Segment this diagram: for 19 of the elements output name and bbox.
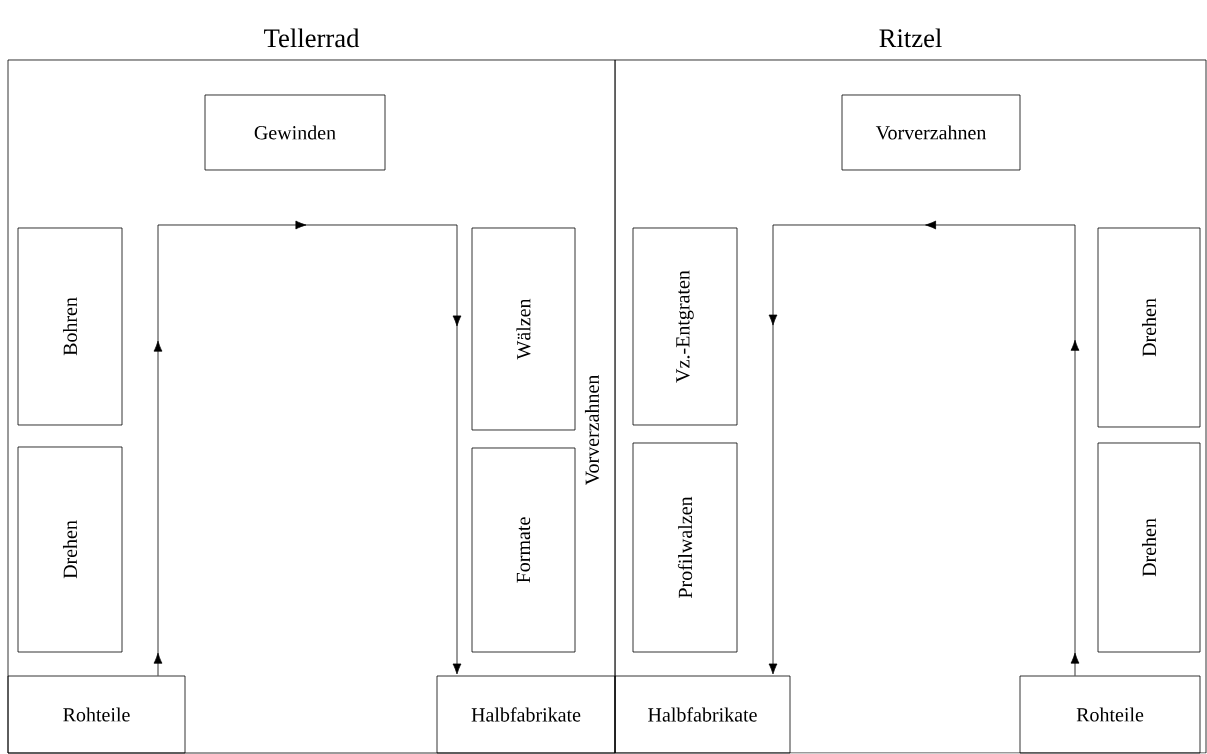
process-box: Rohteile <box>7 675 186 754</box>
process-box: Wälzen <box>471 227 576 431</box>
process-box: Bohren <box>17 227 123 426</box>
process-box: Gewinden <box>204 94 386 171</box>
node-label: Tellerrad <box>264 28 360 48</box>
process-box: Rohteile <box>1019 675 1201 754</box>
arrow <box>768 220 1080 676</box>
process-box: Profilwalzen <box>632 442 738 653</box>
process-box: Vorverzahnen <box>841 94 1021 171</box>
process-box: Formate <box>471 447 576 653</box>
process-box: Drehen <box>1097 227 1201 428</box>
process-box: Vz.-Entgraten <box>632 227 738 426</box>
process-box: Halbfabrikate <box>436 675 616 754</box>
process-box: Drehen <box>17 446 123 653</box>
process-box: Drehen <box>1097 442 1201 653</box>
vertical-label: Vorverzahnen <box>584 374 600 486</box>
process-box: Halbfabrikate <box>614 675 791 754</box>
arrow <box>153 220 462 676</box>
node-label: Ritzel <box>879 28 942 48</box>
